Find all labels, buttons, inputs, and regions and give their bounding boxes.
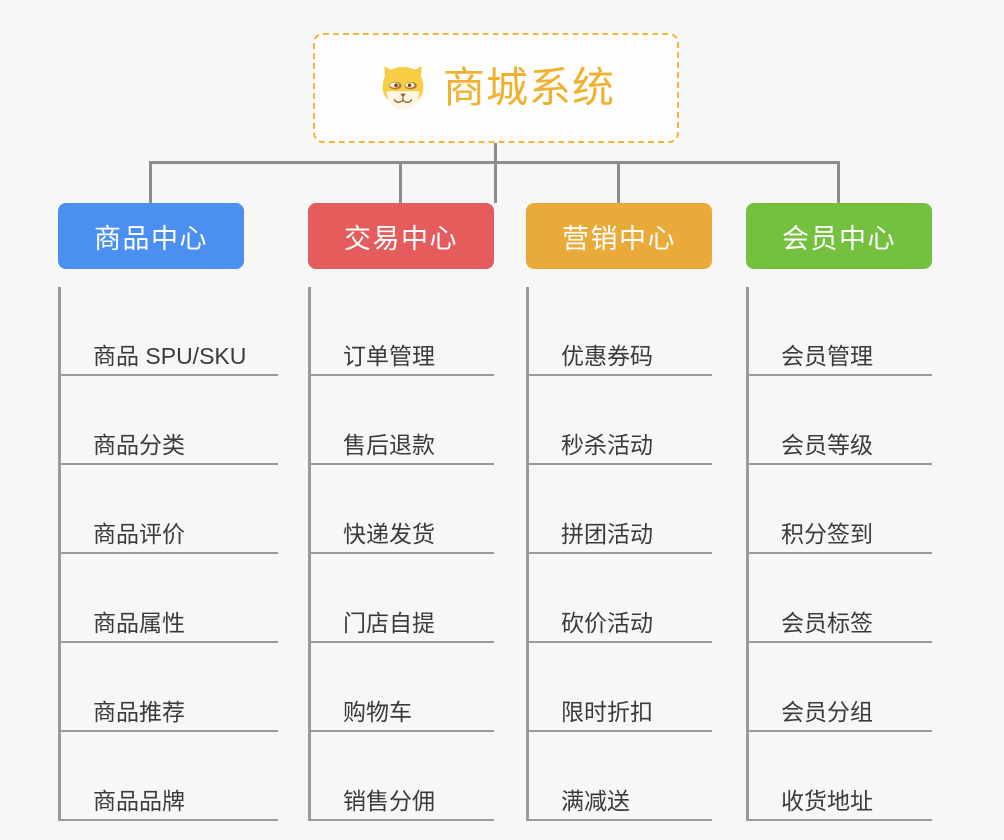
list-item[interactable]: 拼团活动 [529, 465, 712, 554]
list-item-label: 砍价活动 [561, 609, 653, 636]
list-item-label: 满减送 [561, 787, 630, 814]
list-item[interactable]: 商品分类 [61, 376, 278, 465]
branch-header-product-center[interactable]: 商品中心 [58, 203, 244, 269]
root-node-shop-system[interactable]: 商城系统 [313, 33, 679, 143]
list-item[interactable]: 限时折扣 [529, 643, 712, 732]
branch-column-member-center: 会员中心 会员管理 会员等级 积分签到 会员标签 会员分组 收货地址 [746, 203, 932, 821]
branch-column-marketing-center: 营销中心 优惠券码 秒杀活动 拼团活动 砍价活动 限时折扣 满减送 [526, 203, 712, 821]
branch-header-trade-center[interactable]: 交易中心 [308, 203, 494, 269]
branch-header-marketing-center[interactable]: 营销中心 [526, 203, 712, 269]
branch-trunk [308, 287, 311, 821]
list-item-label: 收货地址 [781, 787, 873, 814]
branch-trunk [746, 287, 749, 821]
list-item-label: 商品 SPU/SKU [93, 342, 247, 369]
connector-drop-3 [617, 161, 620, 203]
list-item-label: 快递发货 [343, 520, 435, 547]
list-item-label: 购物车 [343, 698, 412, 725]
list-item[interactable]: 会员分组 [749, 643, 932, 732]
list-item[interactable]: 会员等级 [749, 376, 932, 465]
list-item-label: 商品评价 [93, 520, 185, 547]
list-item[interactable]: 商品属性 [61, 554, 278, 643]
list-item-label: 会员管理 [781, 342, 873, 369]
list-item[interactable]: 快递发货 [311, 465, 494, 554]
list-item[interactable]: 积分签到 [749, 465, 932, 554]
list-item-label: 门店自提 [343, 609, 435, 636]
list-item[interactable]: 优惠券码 [529, 287, 712, 376]
connector-drop-2 [399, 161, 402, 203]
list-item[interactable]: 收货地址 [749, 732, 932, 821]
list-item-label: 限时折扣 [561, 698, 653, 725]
connector-drop-1 [149, 161, 152, 203]
connector-root-stem [494, 143, 497, 203]
branch-header-member-center[interactable]: 会员中心 [746, 203, 932, 269]
branch-items-member-center: 会员管理 会员等级 积分签到 会员标签 会员分组 收货地址 [746, 287, 932, 821]
connector-drop-4 [837, 161, 840, 203]
list-item[interactable]: 商品评价 [61, 465, 278, 554]
list-item[interactable]: 门店自提 [311, 554, 494, 643]
list-item[interactable]: 售后退款 [311, 376, 494, 465]
list-item[interactable]: 销售分佣 [311, 732, 494, 821]
branch-header-label: 营销中心 [562, 223, 676, 254]
branch-column-trade-center: 交易中心 订单管理 售后退款 快递发货 门店自提 购物车 销售分佣 [308, 203, 494, 821]
list-item[interactable]: 会员标签 [749, 554, 932, 643]
list-item-label: 商品属性 [93, 609, 185, 636]
list-item-label: 商品分类 [93, 431, 185, 458]
list-item[interactable]: 满减送 [529, 732, 712, 821]
branch-header-label: 会员中心 [782, 223, 896, 254]
list-item[interactable]: 订单管理 [311, 287, 494, 376]
root-node-label: 商城系统 [442, 64, 615, 111]
list-item-label: 会员等级 [781, 431, 873, 458]
branch-trunk [526, 287, 529, 821]
list-item-label: 售后退款 [343, 431, 435, 458]
list-item[interactable]: 会员管理 [749, 287, 932, 376]
branch-trunk [58, 287, 61, 821]
branch-items-trade-center: 订单管理 售后退款 快递发货 门店自提 购物车 销售分佣 [308, 287, 494, 821]
shiba-dog-face-icon [382, 66, 424, 110]
branch-header-label: 交易中心 [344, 223, 458, 254]
list-item[interactable]: 商品品牌 [61, 732, 278, 821]
branch-items-product-center: 商品 SPU/SKU 商品分类 商品评价 商品属性 商品推荐 商品品牌 [58, 287, 278, 821]
list-item[interactable]: 砍价活动 [529, 554, 712, 643]
list-item-label: 商品品牌 [93, 787, 185, 814]
list-item-label: 秒杀活动 [561, 431, 653, 458]
list-item[interactable]: 购物车 [311, 643, 494, 732]
list-item[interactable]: 商品推荐 [61, 643, 278, 732]
branch-header-label: 商品中心 [94, 223, 208, 254]
list-item-label: 商品推荐 [93, 698, 185, 725]
branch-column-product-center: 商品中心 商品 SPU/SKU 商品分类 商品评价 商品属性 商品推荐 商品品牌 [58, 203, 278, 821]
list-item-label: 会员标签 [781, 609, 873, 636]
list-item-label: 优惠券码 [561, 342, 653, 369]
list-item-label: 会员分组 [781, 698, 873, 725]
list-item-label: 订单管理 [343, 342, 435, 369]
connector-horizontal-bus [149, 161, 837, 164]
list-item-label: 积分签到 [781, 520, 873, 547]
branch-items-marketing-center: 优惠券码 秒杀活动 拼团活动 砍价活动 限时折扣 满减送 [526, 287, 712, 821]
list-item-label: 销售分佣 [343, 787, 435, 814]
list-item[interactable]: 商品 SPU/SKU [61, 287, 278, 376]
list-item[interactable]: 秒杀活动 [529, 376, 712, 465]
list-item-label: 拼团活动 [561, 520, 653, 547]
